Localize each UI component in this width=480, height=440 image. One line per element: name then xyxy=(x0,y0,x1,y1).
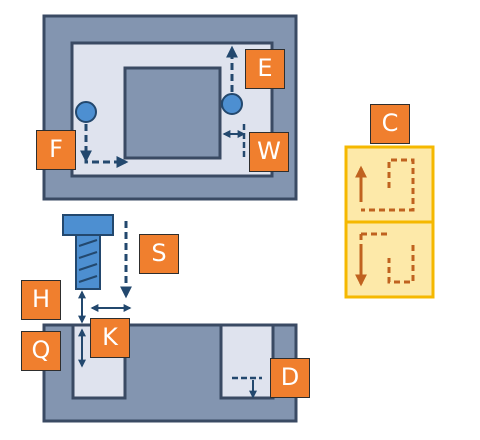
dowel-icon xyxy=(75,101,97,123)
bolt-s-group xyxy=(62,214,132,299)
label-w: W xyxy=(249,132,289,172)
bolt-head xyxy=(62,214,114,236)
label-q: Q xyxy=(21,331,61,371)
dowel-e-group xyxy=(221,45,243,115)
label-c: C xyxy=(370,104,410,144)
panel-c xyxy=(344,145,435,299)
gap-w-dimension xyxy=(222,124,246,160)
bolt-thread-3 xyxy=(78,263,98,271)
bolt-thread-2 xyxy=(78,251,98,259)
bottom-right-slot xyxy=(219,323,275,400)
label-f: F xyxy=(36,130,76,170)
label-d: D xyxy=(270,358,310,398)
bottom-frame-assembly xyxy=(42,323,298,423)
label-s: S xyxy=(139,234,179,274)
bolt-thread-1 xyxy=(78,239,98,247)
top-frame-assembly xyxy=(42,14,298,201)
label-e: E xyxy=(245,49,285,89)
bolt-thread-4 xyxy=(78,275,98,283)
dowel-f-group xyxy=(75,101,129,168)
label-h: H xyxy=(21,280,61,320)
top-center-block xyxy=(123,66,222,160)
clearance-dimensions xyxy=(78,290,132,324)
dowel-icon xyxy=(221,93,243,115)
label-k: K xyxy=(90,318,130,358)
